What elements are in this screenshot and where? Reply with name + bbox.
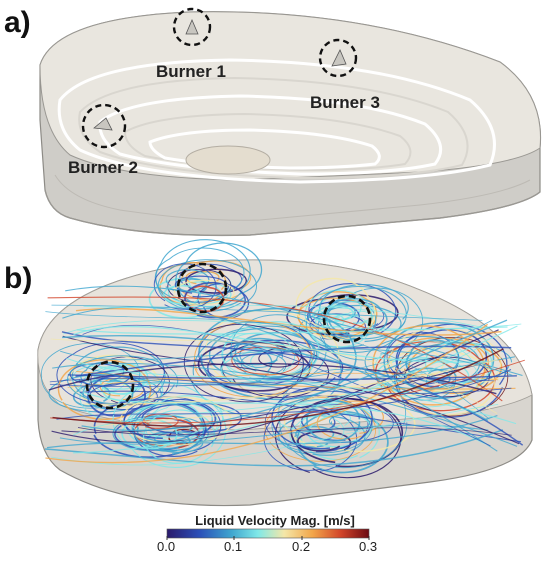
- burner-3-icon: [331, 49, 347, 67]
- streamline-106: [394, 358, 457, 401]
- streamline-160: [75, 307, 502, 336]
- streamline-175: [46, 415, 498, 449]
- terrace-ring-5: [148, 128, 381, 170]
- streamline-143: [132, 398, 222, 457]
- streamline-159: [76, 375, 509, 431]
- streamline-20: [173, 279, 235, 306]
- streamline-168: [76, 356, 516, 386]
- streamline-170: [44, 429, 504, 467]
- streamline-19: [184, 281, 246, 319]
- streamline-102: [373, 340, 479, 408]
- colorbar-title: Liquid Velocity Mag. [m/s]: [195, 513, 355, 528]
- streamline-21: [153, 263, 217, 310]
- burner-2-marker-b: [85, 360, 135, 410]
- streamline-50: [82, 378, 134, 410]
- colorbar-tick-label-1: 0.1: [224, 539, 243, 554]
- burner-1-label: Burner 1: [156, 62, 226, 81]
- burner-1-icon: [185, 18, 199, 35]
- streamline-87: [183, 323, 304, 403]
- streamline-28: [317, 287, 424, 361]
- streamline-152: [121, 418, 178, 450]
- streamline-183: [73, 325, 487, 363]
- burner-2-icon: [93, 117, 113, 131]
- streamline-178: [45, 311, 490, 420]
- streamline-72: [221, 341, 330, 398]
- streamline-107: [390, 327, 502, 393]
- streamline-194: [50, 338, 498, 414]
- terrace-ring-3: [98, 94, 443, 176]
- streamline-56: [48, 373, 162, 413]
- streamline-62: [56, 342, 165, 405]
- streamline-169: [62, 306, 498, 452]
- streamline-129: [306, 399, 361, 442]
- burner-1-marker-a: [172, 7, 212, 47]
- streamline-188: [51, 304, 483, 321]
- streamline-33: [317, 284, 409, 340]
- streamline-197: [49, 377, 512, 395]
- streamline-174: [52, 362, 518, 447]
- streamline-177: [72, 325, 518, 454]
- furnace-geometry-a: [39, 7, 542, 237]
- terrace-ring-1: [57, 58, 496, 184]
- central-sump: [185, 145, 271, 175]
- furnace-base-inner-a: [54, 174, 531, 221]
- streamline-192: [51, 404, 499, 466]
- streamline-17: [174, 275, 229, 298]
- terrace-ring-2: [78, 76, 469, 180]
- streamline-146: [112, 415, 209, 452]
- streamline-187: [65, 285, 523, 377]
- burner-3-marker-a: [318, 38, 358, 78]
- burner-1-marker-b: [176, 262, 228, 314]
- colorbar-tick-label-2: 0.2: [292, 539, 311, 554]
- streamline-198: [52, 348, 504, 427]
- streamline-155: [51, 329, 499, 443]
- streamline-167: [82, 391, 486, 445]
- streamline-103: [372, 325, 486, 406]
- streamline-83: [198, 307, 357, 401]
- streamline-5: [157, 259, 257, 312]
- streamline-166: [62, 335, 520, 445]
- streamline-158: [59, 424, 489, 445]
- streamline-186: [66, 357, 517, 425]
- colorbar: [166, 528, 370, 539]
- streamline-field: [41, 239, 525, 479]
- streamline-26: [286, 294, 399, 336]
- burner-2-marker-a: [81, 103, 127, 149]
- streamline-117: [283, 394, 416, 453]
- streamline-135: [136, 414, 193, 442]
- streamline-124: [307, 412, 372, 448]
- streamline-126: [297, 430, 352, 452]
- streamline-165: [67, 372, 499, 388]
- panel-label-a: a): [4, 6, 31, 39]
- streamline-163: [76, 370, 516, 390]
- streamline-193: [45, 323, 489, 464]
- streamline-195: [56, 369, 512, 420]
- furnace-geometry-b: [37, 239, 533, 507]
- burner-3-label: Burner 3: [310, 93, 380, 112]
- terrace-ring-4: [123, 112, 412, 172]
- colorbar-tick-label-0: 0.0: [157, 539, 176, 554]
- streamline-196: [81, 319, 508, 432]
- streamline-190: [62, 335, 489, 422]
- streamline-63: [57, 359, 152, 420]
- colorbar-tick-label-3: 0.3: [359, 539, 378, 554]
- streamline-128: [278, 368, 408, 469]
- panel-label-b: b): [4, 262, 33, 295]
- burner-2-label: Burner 2: [68, 158, 138, 177]
- streamline-185: [77, 427, 512, 436]
- burner-3-marker-b: [322, 294, 372, 344]
- furnace-base-edge-a: [44, 189, 541, 237]
